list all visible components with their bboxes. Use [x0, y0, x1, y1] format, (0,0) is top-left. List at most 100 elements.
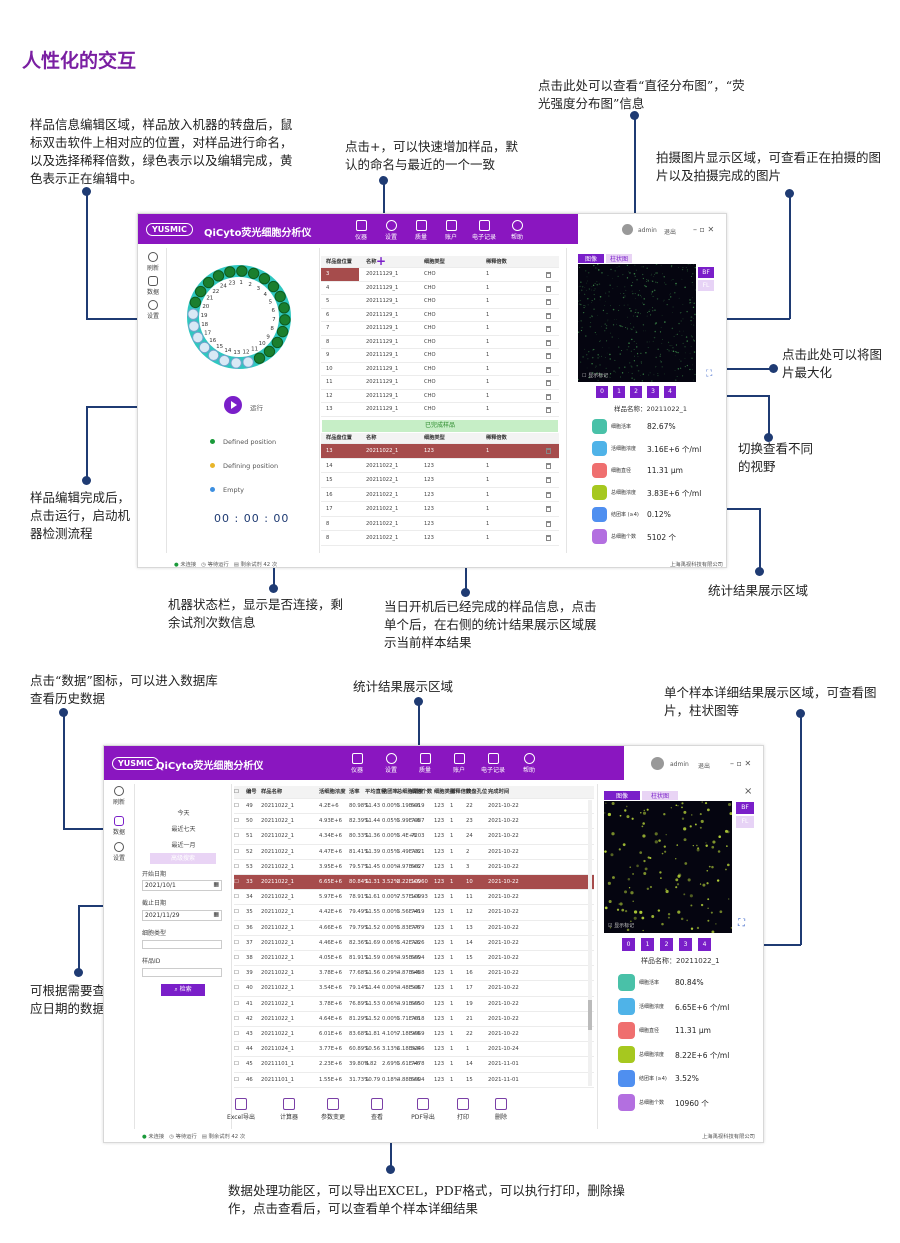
table-header[interactable]: 样品盘位置名称细胞类型稀释倍数: [321, 433, 559, 444]
well-16[interactable]: [198, 341, 211, 354]
nav-records-button[interactable]: 电子记录: [474, 753, 512, 774]
well-14[interactable]: [218, 354, 231, 367]
fl-button[interactable]: FL: [698, 280, 714, 291]
tab-histogram[interactable]: 柱状图: [642, 791, 678, 800]
nav-account-button[interactable]: 账户: [444, 753, 474, 774]
view-button-2[interactable]: 2: [630, 386, 642, 398]
well-24[interactable]: [212, 270, 225, 282]
end-date-input[interactable]: 2021/11/29▦: [142, 910, 222, 921]
trash-icon[interactable]: [546, 353, 551, 359]
tab-histogram[interactable]: 柱状图: [606, 254, 632, 263]
close-icon[interactable]: ×: [744, 786, 753, 797]
captured-image[interactable]: [604, 801, 733, 934]
maximize-icon[interactable]: ⛶: [706, 369, 713, 379]
well-17[interactable]: [192, 331, 204, 344]
trash-icon[interactable]: [546, 366, 551, 373]
bf-button[interactable]: BF: [698, 267, 714, 278]
nav-help-button[interactable]: 帮助: [514, 753, 544, 774]
logout-button[interactable]: 退出: [698, 763, 711, 770]
filter-today[interactable]: 今天: [177, 810, 190, 817]
view-button-0[interactable]: 0: [596, 386, 608, 398]
view-button[interactable]: 查看: [360, 1098, 394, 1121]
view-button-0[interactable]: 0: [622, 938, 635, 951]
nav-instrument-button[interactable]: 仪器: [346, 220, 376, 241]
cell-type-input[interactable]: [142, 940, 222, 949]
trash-icon[interactable]: [546, 312, 551, 319]
view-button-2[interactable]: 2: [660, 938, 673, 951]
well-8[interactable]: [276, 325, 289, 338]
view-button-1[interactable]: 1: [613, 386, 625, 398]
nav-help-button[interactable]: 帮助: [502, 220, 532, 241]
trash-icon[interactable]: [546, 285, 551, 292]
excel-button[interactable]: Excel导出: [224, 1098, 258, 1121]
well-5[interactable]: [274, 290, 286, 303]
well-4[interactable]: [267, 280, 280, 293]
view-button-3[interactable]: 3: [679, 938, 692, 951]
nav-settings-button[interactable]: 设置: [376, 220, 406, 241]
trash-icon[interactable]: [546, 380, 551, 386]
view-button-1[interactable]: 1: [641, 938, 654, 951]
show-marker-checkbox[interactable]: ☑ 显示标记: [608, 923, 635, 929]
table-header[interactable]: ☐编号样品名称活细胞浓度活率平均直径结团率总细胞浓度细胞个数细胞类型稀释倍数转盘…: [234, 786, 594, 799]
well-1[interactable]: [236, 265, 248, 277]
nav-quality-button[interactable]: 质量: [406, 220, 436, 241]
trash-icon[interactable]: [546, 326, 551, 332]
trash-icon[interactable]: [546, 477, 551, 483]
well-21[interactable]: [194, 285, 207, 298]
trash-icon[interactable]: [546, 535, 551, 541]
run-button[interactable]: [224, 396, 242, 414]
well-7[interactable]: [279, 314, 291, 326]
well-9[interactable]: [271, 336, 284, 349]
well-23[interactable]: [224, 266, 236, 278]
maximize-icon[interactable]: ⛶: [738, 918, 745, 929]
window-controls[interactable]: – ▫ ✕: [730, 759, 752, 768]
refresh-button[interactable]: 刷新: [142, 252, 164, 272]
well-12[interactable]: [242, 356, 254, 368]
well-13[interactable]: [230, 357, 242, 369]
settings-button[interactable]: 设置: [108, 842, 130, 862]
sample-id-input[interactable]: [142, 968, 222, 977]
filter-last-month[interactable]: 最近一月: [171, 842, 196, 849]
well-2[interactable]: [247, 267, 260, 280]
well-3[interactable]: [258, 272, 271, 285]
start-date-input[interactable]: 2021/10/1▦: [142, 880, 222, 891]
trash-icon[interactable]: [546, 506, 551, 512]
data-button[interactable]: 数据: [142, 276, 164, 296]
well-19[interactable]: [187, 308, 199, 320]
filter-last-7-days[interactable]: 最近七天: [171, 826, 196, 833]
trash-button[interactable]: 删除: [484, 1098, 518, 1121]
trash-icon[interactable]: [546, 272, 551, 278]
well-6[interactable]: [278, 302, 290, 314]
table-header[interactable]: 样品盘位置名称细胞类型稀释倍数: [321, 256, 559, 268]
nav-instrument-button[interactable]: 仪器: [342, 753, 372, 774]
search-button[interactable]: ⌕ 检索: [161, 984, 205, 996]
trash-icon[interactable]: [546, 491, 551, 498]
trash-icon[interactable]: [546, 393, 551, 400]
